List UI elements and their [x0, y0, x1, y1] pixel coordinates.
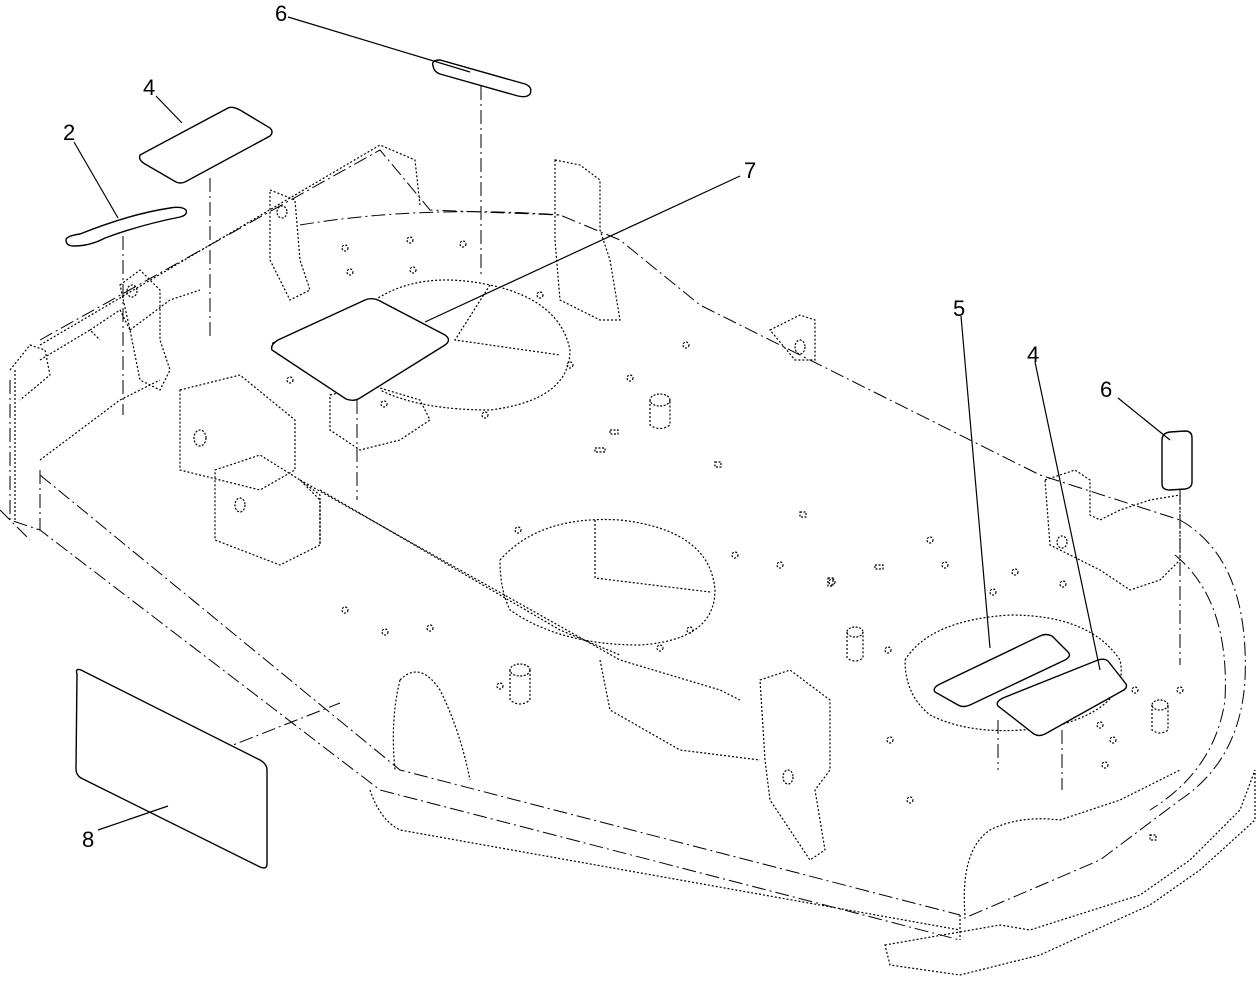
- callout-2-left: 2: [63, 120, 75, 145]
- decal-5: [933, 633, 1071, 708]
- decals: [65, 59, 1193, 869]
- callout-4-right: 4: [1027, 342, 1039, 367]
- decal-6-top: [431, 59, 532, 98]
- mower-deck-outline: [0, 149, 1256, 976]
- decal-7: [270, 298, 450, 401]
- decal-4-left: [138, 106, 273, 184]
- callout-6-top: 6: [275, 1, 287, 26]
- callout-5-right: 5: [953, 296, 965, 321]
- callout-4-left: 4: [143, 75, 155, 100]
- leader-lines: [73, 16, 1171, 831]
- callout-8-front: 8: [82, 827, 94, 852]
- mount-brackets: [119, 159, 1181, 861]
- decal-8: [75, 668, 268, 869]
- decal-6-right: [1161, 430, 1193, 491]
- callout-6-right: 6: [1100, 377, 1112, 402]
- callout-7-center: 7: [744, 158, 756, 183]
- projection-lines: [122, 86, 1181, 790]
- decal-2: [65, 206, 188, 247]
- callout-numbers: 4 2 6 7 5 4 6 8: [63, 1, 1112, 852]
- decal-4-right: [996, 658, 1128, 737]
